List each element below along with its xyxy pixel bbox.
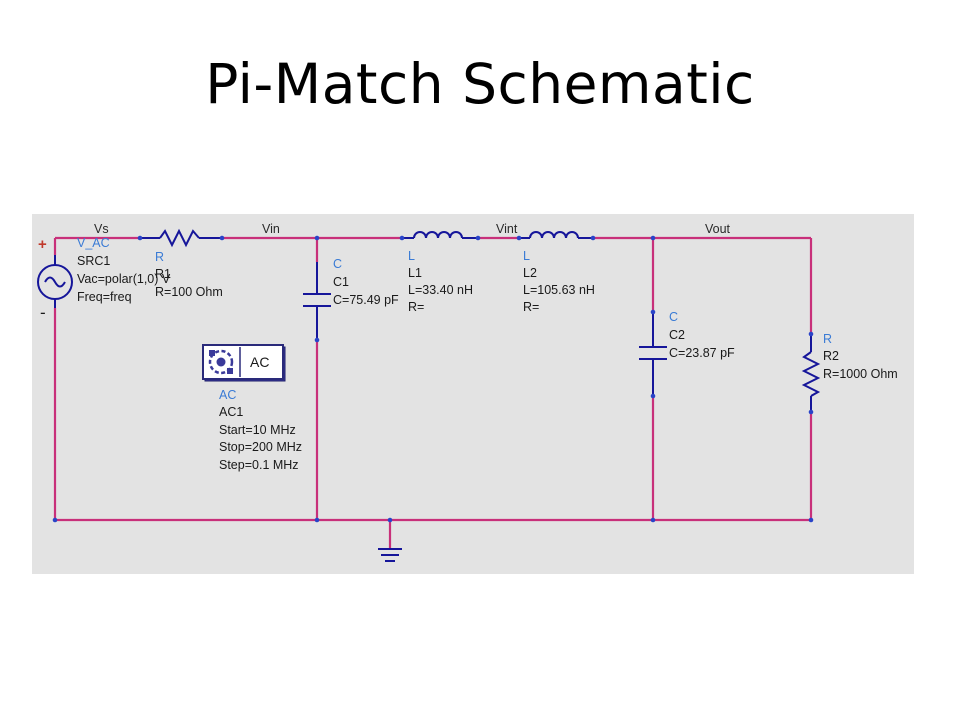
c1-type-label: C (333, 257, 342, 271)
l2-value-label: L=105.63 nH (523, 283, 595, 297)
source-type-label: V_AC (77, 236, 110, 250)
ground-symbol[interactable] (378, 548, 402, 562)
l1-name-label: L1 (408, 266, 422, 280)
l2-name-label: L2 (523, 266, 537, 280)
source-plus-sign: + (38, 236, 47, 253)
junction-dots (52, 235, 814, 523)
wires (53, 236, 813, 548)
resistor-r1[interactable] (137, 228, 225, 248)
inductor-l2[interactable] (516, 231, 596, 241)
ac-step-label: Step=0.1 MHz (219, 458, 299, 472)
r1-name-label: R1 (155, 267, 171, 281)
ac-simulation-block[interactable]: AC (202, 344, 286, 382)
ac-simulation-icon (208, 349, 234, 375)
c2-value-label: C=23.87 pF (669, 346, 735, 360)
ac-stop-label: Stop=200 MHz (219, 440, 302, 454)
l2-r-label: R= (523, 300, 539, 314)
ac-voltage-source[interactable] (37, 255, 73, 308)
net-label-vout: Vout (705, 222, 731, 236)
ac-type-label: AC (219, 388, 236, 402)
l1-r-label: R= (408, 300, 424, 314)
inductor-l1[interactable] (399, 231, 481, 241)
r1-type-label: R (155, 250, 164, 264)
schematic-diagram: + - V_AC SRC1 Vac=polar(1,0) V Freq=freq… (37, 222, 898, 562)
capacitor-c1[interactable] (303, 235, 331, 343)
l1-type-label: L (408, 249, 415, 263)
c2-name-label: C2 (669, 328, 685, 342)
source-name-label: SRC1 (77, 254, 110, 268)
source-freq-label: Freq=freq (77, 290, 132, 304)
ac-name-label: AC1 (219, 405, 243, 419)
c1-name-label: C1 (333, 275, 349, 289)
page-title: Pi-Match Schematic (205, 52, 755, 116)
net-label-vin: Vin (262, 222, 280, 236)
net-label-vint: Vint (496, 222, 518, 236)
source-minus-sign: - (40, 303, 46, 322)
r1-value-label: R=100 Ohm (155, 285, 223, 299)
source-vac-label: Vac=polar(1,0) V (77, 272, 171, 286)
c2-type-label: C (669, 310, 678, 324)
schematic-canvas[interactable]: + - V_AC SRC1 Vac=polar(1,0) V Freq=freq… (32, 214, 914, 574)
capacitor-c2[interactable] (639, 309, 667, 399)
ac-icon-label: AC (250, 354, 269, 370)
r2-value-label: R=1000 Ohm (823, 367, 898, 381)
c1-value-label: C=75.49 pF (333, 293, 399, 307)
r2-type-label: R (823, 332, 832, 346)
l2-type-label: L (523, 249, 530, 263)
ac-start-label: Start=10 MHz (219, 423, 296, 437)
l1-value-label: L=33.40 nH (408, 283, 473, 297)
r2-name-label: R2 (823, 349, 839, 363)
resistor-r2[interactable] (801, 331, 821, 415)
net-label-vs: Vs (94, 222, 109, 236)
